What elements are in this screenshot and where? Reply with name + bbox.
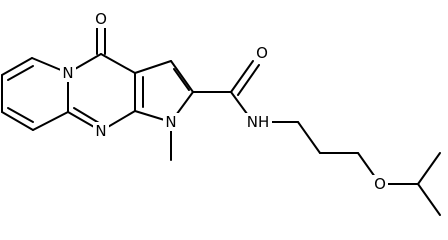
amide-oxygen-atom: O xyxy=(254,44,270,62)
pyrrole-nitrogen-atom: N xyxy=(163,113,179,131)
bond xyxy=(173,68,190,91)
atom-labels: O N N N O NH O xyxy=(60,10,388,193)
molecule-structure: O N N N O NH O xyxy=(1,10,441,216)
bond xyxy=(7,107,34,123)
bond xyxy=(417,152,441,185)
bond xyxy=(73,107,100,124)
atom-label: O xyxy=(95,10,107,28)
bond xyxy=(417,183,441,216)
bond xyxy=(1,111,34,131)
atom-label: O xyxy=(374,175,386,193)
bond xyxy=(100,53,136,74)
amide-nitrogen-atom: NH xyxy=(244,113,272,131)
atom-label: O xyxy=(256,44,268,62)
bond xyxy=(134,60,172,74)
carbonyl-oxygen-atom: O xyxy=(93,10,109,28)
atom-label: NH xyxy=(247,113,270,131)
bond xyxy=(297,121,321,154)
bond xyxy=(237,64,260,96)
atom-label: N xyxy=(165,113,176,131)
bond xyxy=(170,60,194,93)
bond xyxy=(7,65,34,81)
bond xyxy=(1,57,33,76)
ether-oxygen-atom: O xyxy=(372,175,388,193)
bond xyxy=(230,60,254,93)
atom-label: N xyxy=(62,64,73,82)
bond xyxy=(32,111,69,131)
ring-nitrogen-atom: N xyxy=(60,64,76,82)
atom-label: N xyxy=(95,122,106,140)
pyrimidine-nitrogen-atom: N xyxy=(93,122,109,140)
